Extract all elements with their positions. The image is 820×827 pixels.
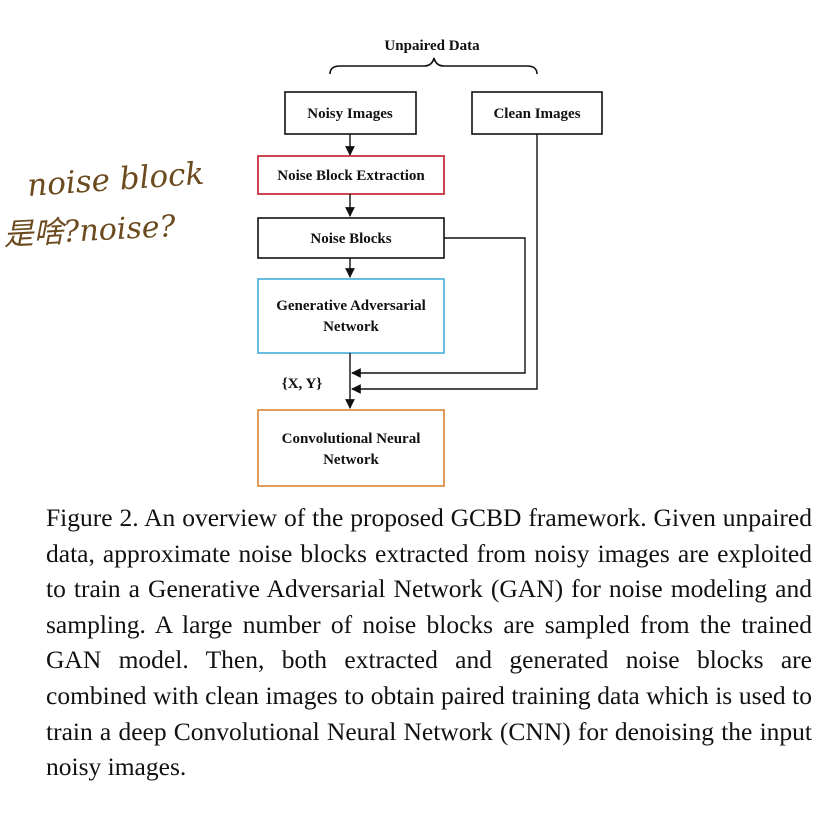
- noisy-images-box: [284, 91, 417, 135]
- noise-block-extraction-label: Noise Block Extraction: [277, 168, 425, 184]
- noise-blocks-label: Noise Blocks: [310, 231, 391, 247]
- noisy-images-label: Noisy Images: [307, 106, 393, 122]
- arrow-clean-to-merge: [351, 134, 538, 394]
- clean-images-label: Clean Images: [493, 106, 580, 122]
- cnn-label-line2: Network: [323, 452, 379, 468]
- arrow-blocks-to-merge: [351, 237, 526, 378]
- cnn-label-line1: Convolutional Neural: [282, 431, 421, 447]
- unpaired-data-brace: [329, 57, 538, 75]
- noise-blocks-box: [257, 217, 445, 259]
- cnn-box: [257, 409, 445, 487]
- figure-caption: Figure 2. An overview of the proposed GC…: [46, 503, 812, 782]
- handwritten-note-line1: noise block: [26, 156, 205, 204]
- handwritten-note-line2: 是啥?noise?: [3, 209, 178, 253]
- gan-label-line2: Network: [323, 319, 379, 335]
- clean-images-box: [471, 91, 603, 135]
- framework-diagram: Unpaired Data Noisy Images Clean Images …: [3, 38, 603, 487]
- unpaired-data-header: Unpaired Data: [384, 38, 480, 54]
- noise-block-extraction-box: [257, 155, 445, 195]
- gan-label-line1: Generative Adversarial: [276, 298, 426, 314]
- gan-box: [257, 278, 445, 354]
- xy-pair-label: {X, Y}: [282, 376, 323, 392]
